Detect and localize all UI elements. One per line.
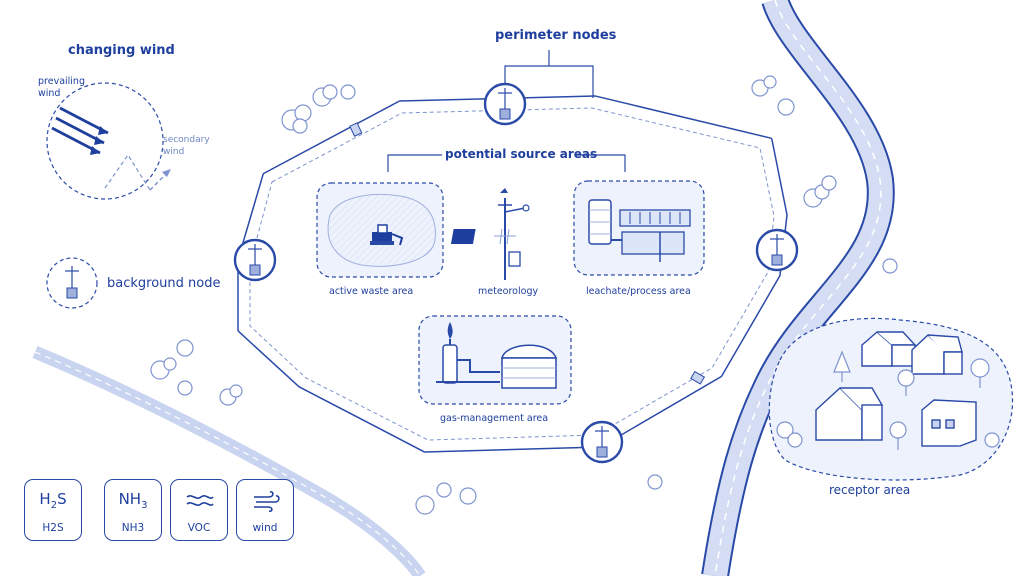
gas-management-area-label: gas-management area — [440, 413, 549, 424]
perimeter-node-east — [755, 228, 799, 272]
wind-icon — [254, 491, 280, 512]
nh3-formula: NH3 — [118, 490, 148, 511]
changing-wind-title: changing wind — [68, 43, 175, 58]
legend-nh3: NH3 NH3 — [104, 479, 162, 541]
meteorology-station — [450, 188, 530, 280]
leachate-area-label: leachate/process area — [586, 286, 691, 297]
road-southwest — [32, 346, 426, 576]
perimeter-node-north — [483, 82, 527, 126]
perimeter-node-south — [580, 420, 624, 464]
perimeter-node-west — [233, 238, 277, 282]
road-east — [701, 0, 895, 576]
h2s-label: H2S — [42, 522, 64, 534]
voc-label: VOC — [187, 522, 211, 534]
receptor-area-label: receptor area — [829, 483, 911, 497]
prevailing-wind-label: prevailing wind — [38, 76, 85, 99]
gas-management-area-zone — [418, 315, 572, 405]
background-node — [46, 257, 98, 309]
background-node-label: background node — [107, 276, 221, 291]
meteorology-label: meteorology — [478, 286, 539, 297]
potential-source-areas-title: potential source areas — [445, 147, 598, 161]
wave-icon — [186, 495, 214, 506]
perimeter-nodes-title: perimeter nodes — [495, 28, 617, 43]
h2s-formula: H2S — [39, 490, 67, 511]
legend-h2s: H2S H2S — [24, 479, 82, 541]
vegetation — [150, 75, 898, 515]
receptor-houses — [815, 331, 977, 447]
secondary-wind-label: secondary wind — [163, 135, 210, 157]
active-waste-area-label: active waste area — [329, 286, 414, 297]
nh3-label: NH3 — [121, 522, 145, 534]
perimeter-bracket — [504, 50, 594, 98]
legend-wind: wind — [236, 479, 294, 541]
wind-label: wind — [252, 522, 278, 534]
leachate-area-zone — [573, 180, 705, 276]
active-waste-area-zone — [316, 182, 444, 278]
wind-diagram — [46, 82, 171, 200]
source-bracket — [387, 154, 626, 172]
legend-voc: VOC — [170, 479, 228, 541]
receptor-trees — [833, 350, 1000, 450]
